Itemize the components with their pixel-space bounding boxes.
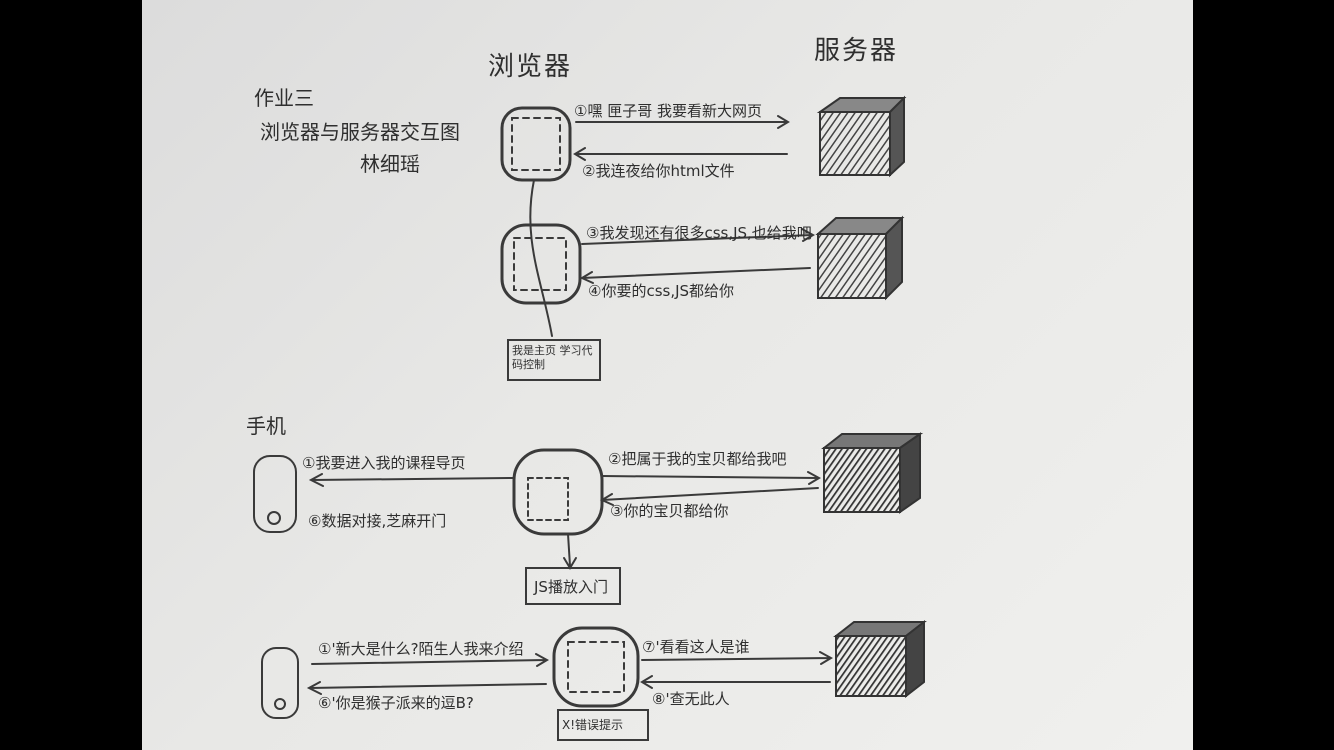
- message-label: ①'新大是什么?陌生人我来介绍: [318, 640, 524, 658]
- note-box: [557, 709, 649, 741]
- phone-icon: [261, 647, 299, 719]
- message-label: ②我连夜给你html文件: [582, 162, 735, 180]
- phone-icon: [253, 455, 297, 533]
- homework-author: 林细瑶: [360, 152, 420, 176]
- arrow-left: [640, 675, 831, 689]
- message-label: ②把属于我的宝贝都给我吧: [608, 450, 787, 468]
- pencil-sketch: [253, 95, 927, 741]
- arrow-left: [599, 487, 819, 506]
- paper-photo: 浏览器 服务器 手机 作业三 浏览器与服务器交互图 林细瑶 ①嘿 匣子哥 我要看…: [142, 0, 1193, 750]
- server-heading: 服务器: [814, 36, 899, 66]
- note-label: 我是主页 学习代码控制: [512, 344, 593, 371]
- server-cube-icon: [821, 432, 924, 514]
- message-label: ⑥数据对接,芝麻开门: [308, 512, 447, 530]
- arrow-right: [311, 653, 550, 667]
- browser-node-icon: [500, 106, 572, 182]
- message-label: ④你要的css,JS都给你: [588, 282, 735, 300]
- arrow-right: [641, 651, 834, 665]
- browser-heading: 浏览器: [488, 52, 573, 82]
- arrow-right: [581, 228, 816, 245]
- browser-node-icon: [500, 223, 582, 305]
- homework-title: 作业三: [254, 86, 314, 110]
- message-label: ①我要进入我的课程导页: [302, 454, 466, 472]
- server-cube-icon: [816, 95, 907, 178]
- server-cube-icon: [833, 619, 927, 699]
- note-box: [525, 567, 621, 605]
- message-label: ③我发现还有很多css,JS,也给我吧: [586, 224, 812, 242]
- phone-heading: 手机: [246, 414, 286, 438]
- browser-node-icon: [552, 626, 640, 708]
- arrow-left: [579, 267, 811, 284]
- message-label: ⑥'你是猴子派来的逗B?: [318, 694, 474, 712]
- arrow-left: [573, 147, 788, 161]
- note-label: X!错误提示: [562, 718, 624, 732]
- message-label: ③你的宝贝都给你: [610, 502, 729, 520]
- message-label: ①嘿 匣子哥 我要看新大网页: [574, 102, 762, 120]
- arrow-right: [575, 115, 790, 129]
- browser-node-icon: [512, 448, 604, 536]
- message-label: ⑦'看看这人是谁: [642, 638, 750, 656]
- arrow-left: [308, 473, 515, 487]
- arrow-left: [306, 681, 547, 695]
- arrow-right: [601, 471, 822, 485]
- arrow-down: [563, 533, 577, 570]
- note-label: JS播放入门: [534, 578, 608, 596]
- note-box: [507, 339, 601, 381]
- message-label: ⑧'查无此人: [652, 690, 730, 708]
- server-cube-icon: [815, 215, 905, 301]
- flow-connector: [529, 179, 553, 337]
- homework-subtitle: 浏览器与服务器交互图: [260, 120, 460, 144]
